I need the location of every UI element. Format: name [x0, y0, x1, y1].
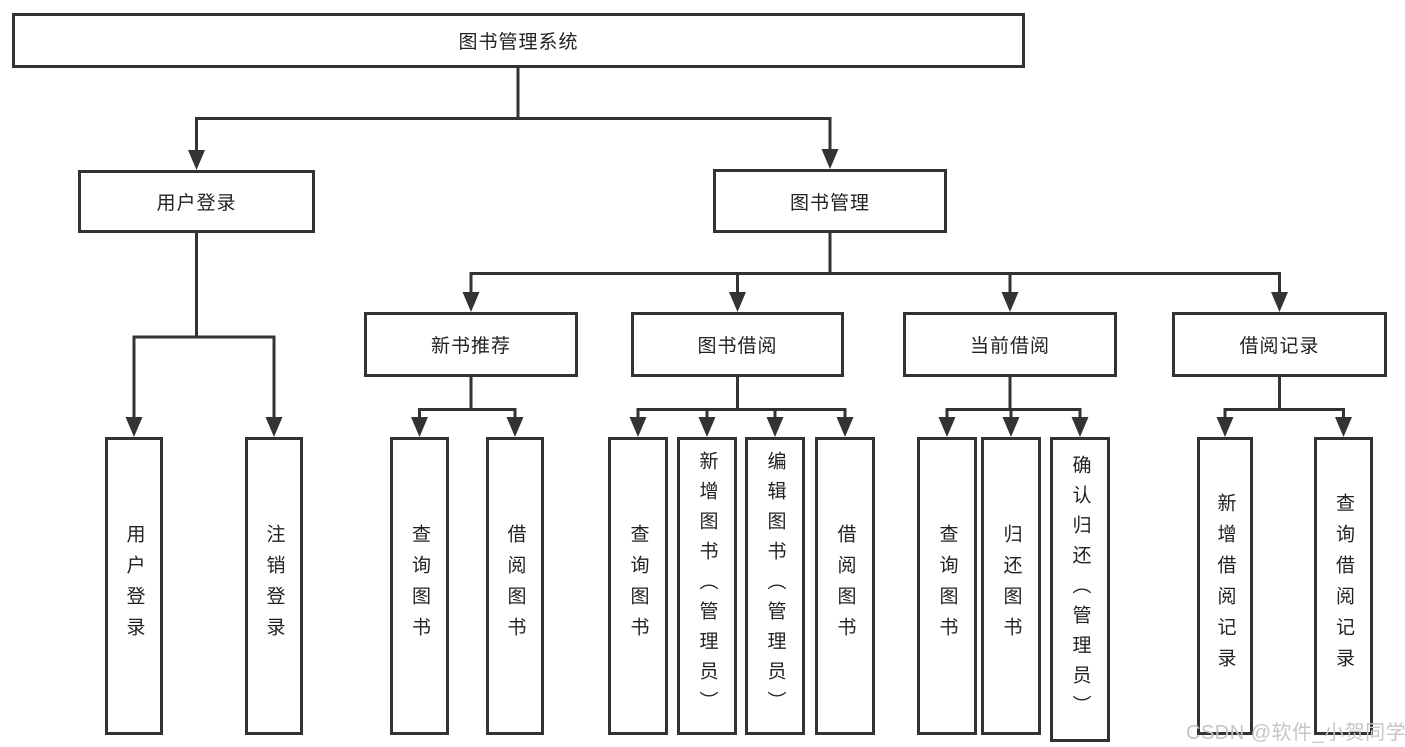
arrowhead-icon [836, 417, 854, 437]
node-root: 图书管理系统 [12, 13, 1025, 68]
arrowhead-icon [462, 292, 480, 312]
node-label: 确认归还（管理员） [1069, 454, 1091, 725]
arrowhead-icon [411, 417, 428, 437]
leaf-add-borrow-record: 新增借阅记录 [1197, 437, 1253, 735]
leaf-query-book-2: 查询图书 [608, 437, 668, 735]
arrowhead-icon [629, 417, 647, 437]
leaf-logout: 注销登录 [245, 437, 303, 735]
node-label: 图书管理 [789, 192, 870, 214]
arrowhead-icon [1001, 292, 1019, 312]
connector-borrow-to-leaves [636, 377, 847, 419]
arrowhead-icon [1335, 417, 1352, 437]
node-label: 查询图书 [936, 524, 958, 648]
arrowhead-icon [1216, 417, 1234, 437]
leaf-edit-book-admin: 编辑图书（管理员） [745, 437, 805, 735]
node-label: 借阅记录 [1239, 336, 1320, 357]
node-label: 注销登录 [263, 524, 285, 648]
leaf-return-book: 归还图书 [981, 437, 1041, 735]
arrowhead-icon [1271, 292, 1288, 312]
node-new-book-recommend: 新书推荐 [364, 312, 578, 377]
leaf-user-login: 用户登录 [105, 437, 163, 735]
arrowhead-icon [766, 417, 784, 437]
arrowhead-icon [1071, 417, 1089, 437]
node-label: 归还图书 [1000, 524, 1022, 648]
node-book-borrow: 图书借阅 [631, 312, 844, 377]
arrowhead-icon [938, 417, 956, 437]
node-label: 借阅图书 [834, 524, 856, 648]
node-label: 查询借阅记录 [1333, 493, 1354, 679]
node-label: 新书推荐 [430, 336, 511, 357]
arrowhead-icon [506, 417, 524, 437]
node-book-management: 图书管理 [713, 169, 947, 233]
node-label: 当前借阅 [969, 336, 1050, 357]
leaf-query-book-1: 查询图书 [390, 437, 449, 735]
connector-current-to-leaves [945, 377, 1082, 419]
node-label: 查询图书 [409, 524, 430, 648]
node-label: 用户登录 [156, 193, 237, 214]
connector-newbook-to-leaves [418, 377, 517, 419]
connector-root-to-level2 [195, 68, 832, 152]
csdn-watermark: CSDN @软件_小贺同学 [1186, 722, 1405, 744]
node-current-borrow: 当前借阅 [903, 312, 1117, 377]
node-label: 借阅图书 [504, 524, 526, 648]
node-label: 编辑图书（管理员） [764, 451, 786, 721]
node-label: 新增图书（管理员） [696, 451, 718, 721]
node-root-label: 图书管理系统 [458, 32, 579, 53]
node-label: 查询图书 [627, 524, 649, 648]
arrowhead-icon [698, 417, 716, 437]
arrowhead-icon [729, 292, 746, 312]
leaf-confirm-return-admin: 确认归还（管理员） [1050, 437, 1110, 742]
node-label: 新增借阅记录 [1214, 493, 1236, 679]
connector-bookmgmt-to-level3 [469, 233, 1281, 294]
node-label: 图书借阅 [697, 336, 778, 357]
leaf-borrow-book-2: 借阅图书 [815, 437, 875, 735]
node-user-login: 用户登录 [78, 170, 315, 233]
connector-userlogin-to-leaves [132, 233, 276, 419]
node-label: 用户登录 [123, 524, 145, 648]
node-borrow-records: 借阅记录 [1172, 312, 1387, 377]
arrowhead-icon [1002, 417, 1020, 437]
leaf-add-book-admin: 新增图书（管理员） [677, 437, 737, 735]
connector-records-to-leaves [1223, 377, 1345, 419]
leaf-query-borrow-record: 查询借阅记录 [1314, 437, 1373, 735]
leaf-query-book-3: 查询图书 [917, 437, 977, 735]
arrowheads [125, 149, 1352, 437]
leaf-borrow-book-1: 借阅图书 [486, 437, 544, 735]
arrowhead-icon [265, 417, 283, 437]
arrowhead-icon [821, 149, 839, 169]
arrowhead-icon [125, 417, 143, 437]
arrowhead-icon [188, 150, 205, 170]
